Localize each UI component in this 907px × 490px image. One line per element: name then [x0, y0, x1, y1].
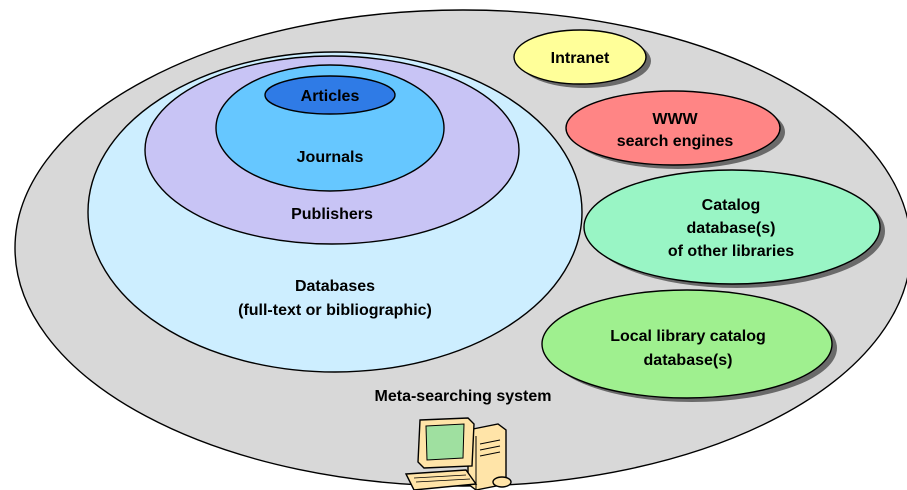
catalog-other-label-line3: of other libraries	[668, 243, 794, 260]
local-catalog-ellipse	[541, 289, 833, 399]
journals-label: Journals	[297, 149, 364, 166]
intranet-label: Intranet	[551, 50, 610, 67]
desktop-computer-icon	[404, 417, 512, 490]
catalog-other-label-line2: database(s)	[687, 220, 776, 237]
articles-label: Articles	[301, 88, 360, 105]
intranet-ellipse	[513, 29, 647, 85]
publishers-label: Publishers	[291, 206, 373, 223]
articles-group: Articles	[264, 75, 396, 115]
www-group: WWW search engines	[565, 90, 785, 169]
catalog-other-ellipse	[583, 169, 881, 285]
meta-system-label: Meta-searching system	[375, 388, 552, 405]
www-ellipse	[565, 90, 781, 166]
www-label-line1: WWW	[652, 111, 698, 128]
local-catalog-label-line2: database(s)	[644, 352, 733, 369]
local-catalog-label-line1: Local library catalog	[610, 328, 766, 345]
intranet-group: Intranet	[513, 29, 651, 88]
articles-ellipse	[264, 75, 396, 115]
computer-mouse	[492, 476, 512, 488]
computer-keyboard	[404, 469, 478, 490]
catalog-other-group: Catalog database(s) of other libraries	[583, 169, 885, 288]
databases-label-line1: Databases	[295, 278, 375, 295]
www-label-line2: search engines	[617, 133, 734, 150]
local-catalog-group: Local library catalog database(s)	[541, 289, 837, 402]
databases-label-line2: (full-text or bibliographic)	[238, 302, 432, 319]
computer-screen	[425, 423, 465, 461]
catalog-other-label-line1: Catalog	[702, 197, 761, 214]
